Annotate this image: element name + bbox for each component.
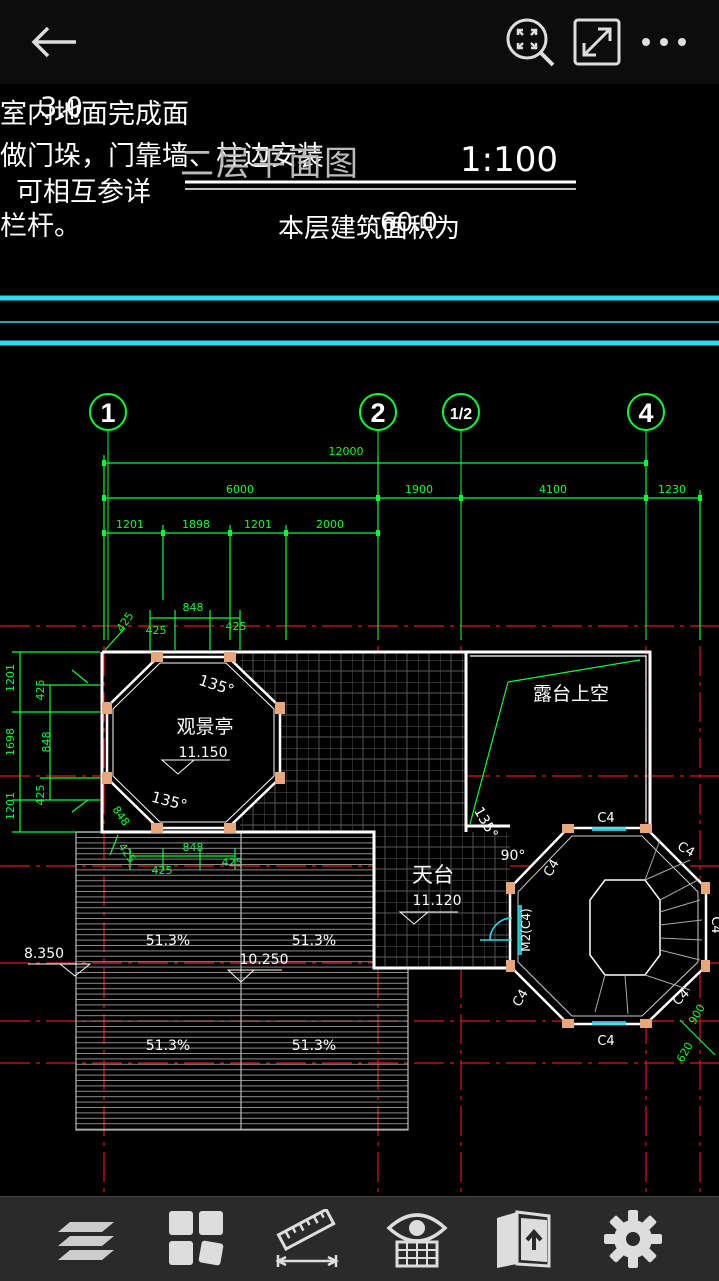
stair-octagon bbox=[480, 824, 710, 1028]
stair-dim-620: 620 bbox=[674, 1040, 696, 1065]
dim-v-1201-b: 1201 bbox=[4, 792, 17, 820]
note-cross-ref: 可相互参详 bbox=[16, 177, 151, 208]
terrace-label: 天台 bbox=[412, 863, 454, 887]
void-line-a bbox=[469, 681, 509, 825]
axis-label-1-2: 1/2 bbox=[450, 406, 472, 423]
dim-425-top-left: 425 bbox=[146, 624, 167, 637]
view-eye-icon bbox=[386, 1213, 448, 1268]
pavilion-label: 观景亭 bbox=[176, 716, 233, 738]
gear-icon bbox=[604, 1210, 662, 1268]
settings-button[interactable] bbox=[588, 1205, 678, 1273]
dim-4100: 4100 bbox=[539, 483, 567, 496]
room-labels: 观景亭 11.150 天台 11.120 露台上空 135° 135° 135°… bbox=[24, 671, 719, 1054]
more-dots-icon bbox=[642, 38, 686, 46]
more-options-button[interactable] bbox=[636, 14, 692, 70]
balcony-void-label: 露台上空 bbox=[533, 683, 609, 705]
axis-bubbles bbox=[89, 393, 665, 640]
zoom-fit-icon bbox=[506, 18, 555, 67]
elevation-marks bbox=[28, 759, 458, 983]
dim-v-1201-a: 1201 bbox=[4, 664, 17, 692]
floor-area-label: 本层建筑面积为 bbox=[278, 214, 461, 244]
dim-1898: 1898 bbox=[182, 518, 210, 531]
cad-drawing-canvas[interactable]: 室内地面完成面 3.0 做门垛，门靠墙、柱边安装 可相互参详 栏杆。 二层平面图… bbox=[0, 84, 719, 1196]
layers-button[interactable] bbox=[42, 1205, 132, 1273]
terrace-tile bbox=[240, 652, 510, 968]
dim-v-1698: 1698 bbox=[4, 728, 17, 756]
dim-425-diag: 425 bbox=[114, 610, 137, 635]
layouts-icon bbox=[169, 1211, 224, 1266]
export-file-icon bbox=[497, 1210, 551, 1268]
door-m2: M2(C4) bbox=[519, 908, 533, 951]
cad-plan-svg: 1 2 1/2 4 bbox=[0, 180, 719, 1196]
window-c4-top-right: C4 bbox=[674, 839, 697, 861]
arrow-left-icon bbox=[31, 26, 76, 58]
axis-label-2: 2 bbox=[370, 398, 385, 428]
roof-elevation-ridge: 10.250 bbox=[240, 952, 289, 968]
pavilion-elevation: 11.150 bbox=[179, 745, 228, 761]
note-door-install: 做门垛，门靠墙、柱边安装 bbox=[0, 141, 324, 172]
dim-6000: 6000 bbox=[226, 483, 254, 496]
dim-2000: 2000 bbox=[316, 518, 344, 531]
dim-total: 12000 bbox=[329, 445, 364, 458]
note-floor-finish: 室内地面完成面 bbox=[0, 99, 189, 130]
back-button[interactable] bbox=[26, 14, 82, 70]
measure-button[interactable] bbox=[262, 1205, 352, 1273]
layouts-button[interactable] bbox=[152, 1205, 242, 1273]
drawing-title: 二层平面图 bbox=[180, 144, 360, 184]
roof-slope-top-left: 51.3% bbox=[146, 933, 190, 949]
drawing-scale: 1:100 bbox=[460, 140, 558, 180]
dim-848-diag: 848 bbox=[110, 804, 133, 829]
axis-label-1: 1 bbox=[100, 398, 115, 428]
terrace-elevation: 11.120 bbox=[413, 893, 462, 909]
roof-elevation-left: 8.350 bbox=[24, 946, 64, 962]
pavilion-octagon bbox=[102, 652, 285, 833]
dim-425-top-right: 425 bbox=[226, 620, 247, 633]
fullscreen-icon bbox=[573, 18, 621, 66]
dim-1230: 1230 bbox=[658, 483, 686, 496]
fullscreen-button[interactable] bbox=[569, 14, 625, 70]
floor-area-overlap: 60.0 bbox=[380, 208, 438, 238]
dim-848-top: 848 bbox=[183, 601, 204, 614]
axis-label-4: 4 bbox=[638, 398, 653, 428]
window-c4-top: C4 bbox=[597, 811, 614, 826]
roof-slope-bottom-right: 51.3% bbox=[292, 1038, 336, 1054]
dimension-ticks bbox=[102, 460, 702, 536]
layers-icon bbox=[58, 1222, 114, 1260]
zoom-extents-button[interactable] bbox=[502, 14, 558, 70]
note-railing: 栏杆。 bbox=[0, 211, 81, 242]
roof-slope-top-right: 51.3% bbox=[292, 933, 336, 949]
view-button[interactable] bbox=[372, 1205, 462, 1273]
bottom-toolbar bbox=[0, 1196, 719, 1281]
dim-1201-a: 1201 bbox=[116, 518, 144, 531]
export-button[interactable] bbox=[478, 1205, 568, 1273]
stair-dim-900-r: 900 bbox=[686, 1002, 708, 1027]
void-line-b bbox=[507, 659, 641, 683]
top-toolbar bbox=[0, 0, 719, 84]
window-c4-bottom: C4 bbox=[597, 1034, 614, 1049]
dim-v-848: 848 bbox=[40, 732, 53, 753]
roof-slope-bottom-left: 51.3% bbox=[146, 1038, 190, 1054]
note-floor-finish-overlap: 3.0 bbox=[40, 92, 83, 123]
dim-1900: 1900 bbox=[405, 483, 433, 496]
angle-90: 90° bbox=[501, 848, 526, 864]
dim-v-425-a: 425 bbox=[34, 680, 47, 701]
dim-1201-b: 1201 bbox=[244, 518, 272, 531]
measure-ruler-icon bbox=[275, 1209, 339, 1267]
window-c4-lower-left: C4 bbox=[510, 987, 532, 1010]
window-c4-right: C4 bbox=[708, 916, 719, 933]
dim-v-425-b: 425 bbox=[34, 785, 47, 806]
